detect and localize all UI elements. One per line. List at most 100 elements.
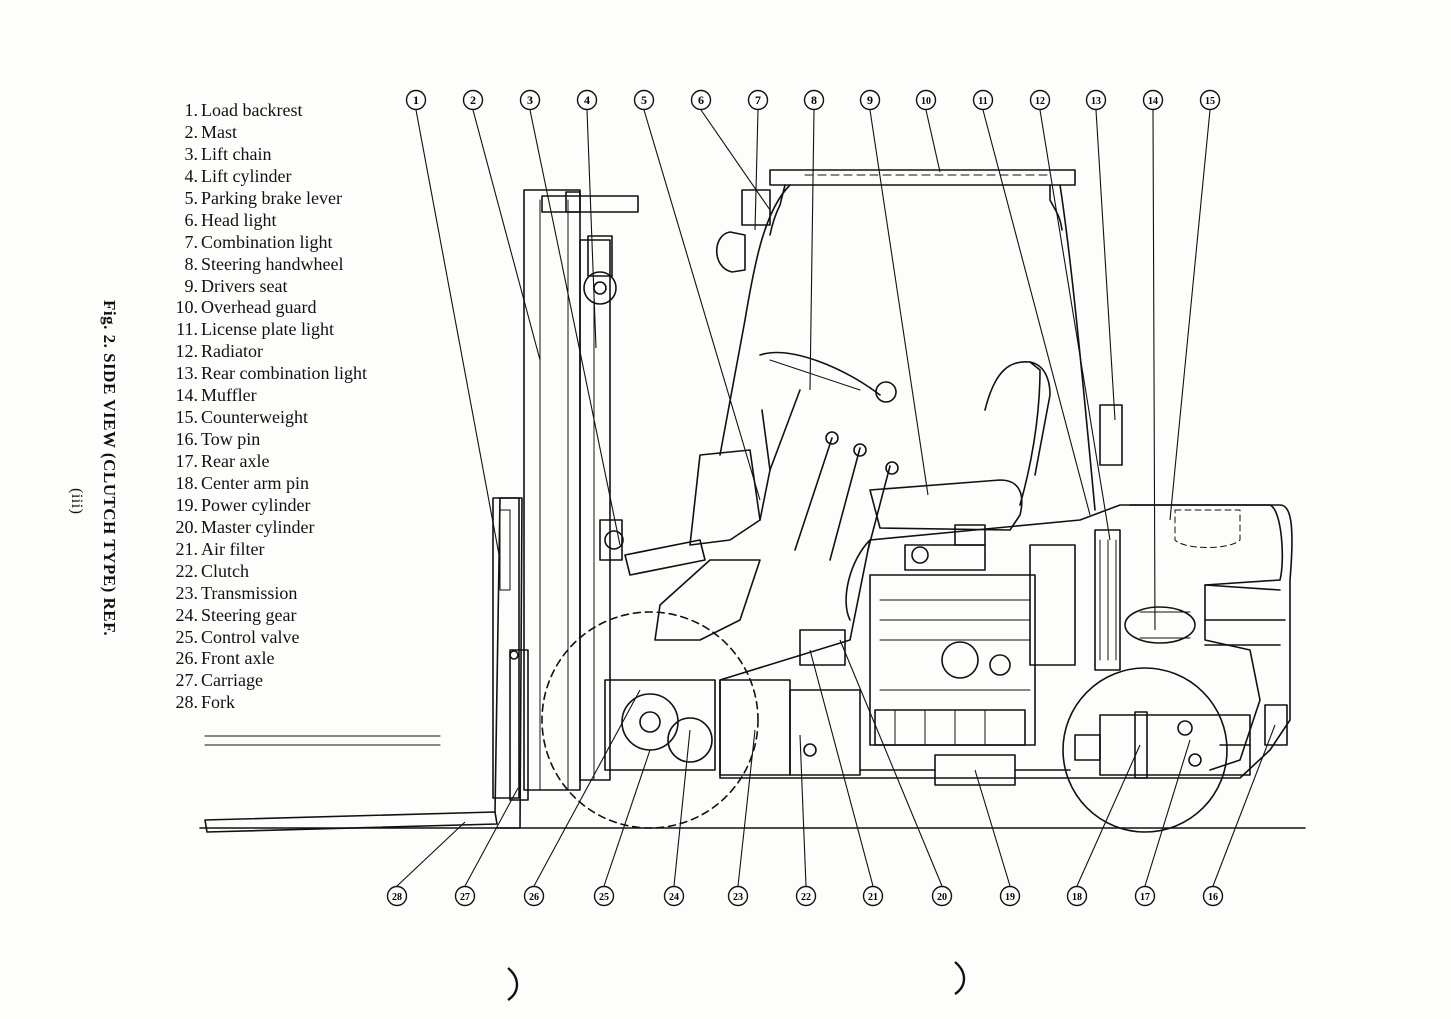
leader-line [533, 689, 641, 887]
callout-number: 22 [801, 892, 811, 903]
legend-item: 25.Control valve [160, 626, 400, 648]
callout: 4 [576, 89, 598, 111]
legend-label: Muffler [201, 385, 257, 406]
callout-circle [1199, 89, 1221, 111]
legend-item: 9.Drivers seat [160, 275, 400, 297]
legend-item: 14.Muffler [160, 384, 400, 406]
legend-label: Control valve [201, 626, 300, 647]
legend-label: Master cylinder [201, 516, 315, 537]
legend-label: Steering gear [201, 604, 297, 625]
callout: 20 [931, 885, 953, 907]
callout-number: 13 [1091, 96, 1101, 107]
legend-number: 19. [175, 494, 199, 515]
callout-number: 25 [599, 892, 609, 903]
muffler [1124, 606, 1196, 644]
legend-number: 3. [184, 143, 199, 164]
legend-item: 15.Counterweight [160, 406, 400, 428]
legend-label: Mast [201, 121, 237, 142]
legend-number: 2. [184, 121, 199, 142]
counterweight [1129, 504, 1284, 771]
callout: 2 [462, 89, 484, 111]
legend-label: Rear axle [201, 451, 270, 471]
legend-item: 20.Master cylinder [160, 516, 400, 538]
legend-label: Radiator [201, 341, 263, 362]
legend-number: 28. [175, 692, 199, 713]
callout: 3 [519, 89, 541, 111]
legend-label: Head light [201, 209, 277, 230]
legend-item: 10.Overhead guard [160, 296, 400, 318]
callout-number: 10 [921, 96, 931, 107]
leader-line [925, 109, 941, 173]
legend-number: 15. [175, 407, 199, 428]
legend-label: Overhead guard [201, 297, 317, 318]
legend-label: Combination light [201, 231, 333, 252]
callout-circle [576, 89, 598, 111]
legend-number: 1. [184, 100, 199, 120]
leader-line [799, 734, 807, 887]
callout-circle [386, 885, 408, 907]
callout: 26 [523, 885, 545, 907]
callout-circle [454, 885, 476, 907]
callout-number: 7 [755, 93, 761, 107]
leader-line [1095, 109, 1116, 421]
callout-number: 15 [1205, 96, 1215, 107]
legend-label: Lift chain [201, 143, 272, 164]
legend-item: 18.Center arm pin [160, 472, 400, 494]
callout-number: 23 [733, 892, 743, 903]
rear-combination-light [1099, 404, 1123, 466]
legend-label: Rear combination light [201, 363, 367, 384]
legend-label: Carriage [201, 670, 263, 691]
legend-number: 25. [175, 626, 199, 647]
callout: 15 [1199, 89, 1221, 111]
callout-circle [972, 89, 994, 111]
callout-number: 19 [1005, 892, 1015, 903]
clutch [789, 689, 861, 776]
callout-number: 24 [669, 892, 679, 903]
callout-circle [1066, 885, 1088, 907]
legend-item: 22.Clutch [160, 560, 400, 582]
leader-line [472, 109, 541, 361]
legend-label: Steering handwheel [201, 253, 344, 274]
callout-number: 18 [1072, 892, 1082, 903]
leader-line [396, 821, 466, 887]
legend-label: Center arm pin [201, 472, 309, 493]
callout-circle [1029, 89, 1051, 111]
front-axle-housing [604, 679, 716, 771]
callout-number: 4 [584, 93, 590, 107]
mast [523, 189, 581, 791]
load-backrest [492, 497, 520, 799]
legend-label: Clutch [201, 560, 249, 581]
callout: 1 [405, 89, 427, 111]
legend-number: 20. [175, 516, 199, 537]
callout-number: 27 [460, 892, 470, 903]
legend-number: 10. [175, 297, 199, 318]
legend-item: 27.Carriage [160, 669, 400, 691]
callout-circle [803, 89, 825, 111]
legend-item: 16.Tow pin [160, 428, 400, 450]
callout-number: 11 [978, 96, 987, 107]
callout-number: 28 [392, 892, 402, 903]
callout-circle [405, 89, 427, 111]
fork [204, 811, 498, 833]
callout: 5 [633, 89, 655, 111]
leader-line [603, 749, 651, 887]
callout-number: 21 [868, 892, 878, 903]
callout-circle [523, 885, 545, 907]
callout-number: 1 [413, 93, 419, 107]
callout-circle [1142, 89, 1164, 111]
legend-label: Front axle [201, 648, 275, 669]
legend-number: 8. [184, 253, 199, 274]
legend-item: 17.Rear axle [160, 450, 400, 472]
legend-number: 5. [184, 187, 199, 208]
legend-label: Drivers seat [201, 275, 288, 296]
legend-number: 26. [175, 648, 199, 669]
master-cylinder [799, 629, 846, 666]
leader-line [529, 109, 621, 546]
head-light [741, 189, 771, 226]
tow-pin [1264, 704, 1288, 746]
callout-number: 8 [811, 93, 817, 107]
callout-circle [593, 885, 615, 907]
legend-label: Power cylinder [201, 494, 311, 515]
leader-line [1169, 109, 1211, 521]
